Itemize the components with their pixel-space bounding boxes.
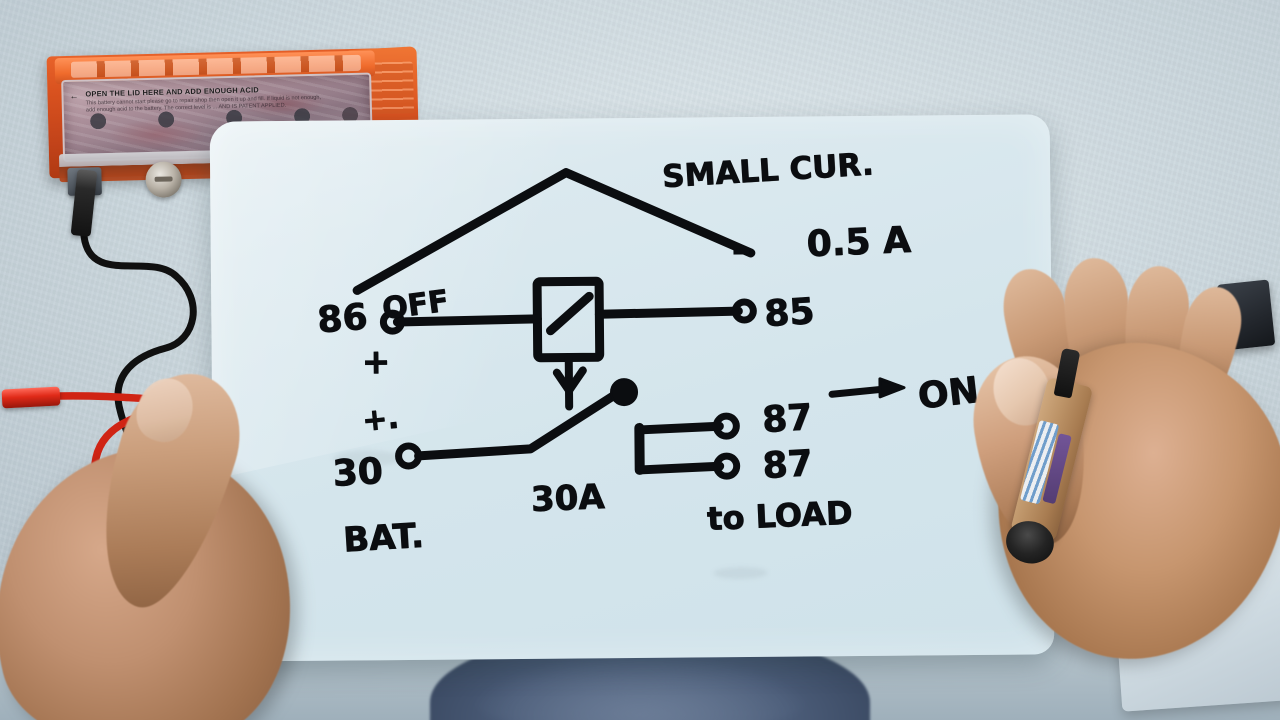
whiteboard-smudge-2 [713, 566, 768, 580]
annotation-plus-coil: + [361, 342, 391, 383]
on-arrow-shaft [828, 384, 902, 398]
annotation-terminal-86: 86 [315, 296, 370, 342]
load-wire-87b [635, 461, 725, 475]
annotation-coil-current: 0.5 A [805, 219, 913, 266]
battery-ribs [368, 61, 415, 115]
annotation-terminal-30: 30 [331, 450, 385, 496]
annotation-terminal-85: 85 [763, 291, 816, 336]
annotation-terminal-87-b: 87 [761, 443, 814, 488]
on-arrow-head [878, 377, 906, 399]
terminal-dot-87a [712, 412, 740, 440]
battery-label-arrow-icon: ← [69, 90, 79, 101]
whiteboard[interactable]: OFF + 86 SMALL CUR. – 0.5 A 85 +. 30 BAT… [209, 114, 1055, 662]
load-wire-87a [634, 421, 724, 435]
annotation-to-load: to LOAD [706, 493, 854, 538]
cloth-highlight [470, 656, 810, 720]
terminal-dot-87b [713, 452, 741, 480]
annotation-battery-label: BAT. [342, 515, 426, 561]
annotation-minus-coil: – [731, 226, 751, 272]
annotation-plus-battery: +. [360, 400, 401, 439]
left-hand [0, 356, 322, 720]
right-hand [963, 256, 1280, 679]
annotation-terminal-87-a: 87 [761, 397, 814, 442]
annotation-on-label: ON [915, 369, 982, 418]
annotation-contact-rating: 30A [530, 476, 606, 521]
